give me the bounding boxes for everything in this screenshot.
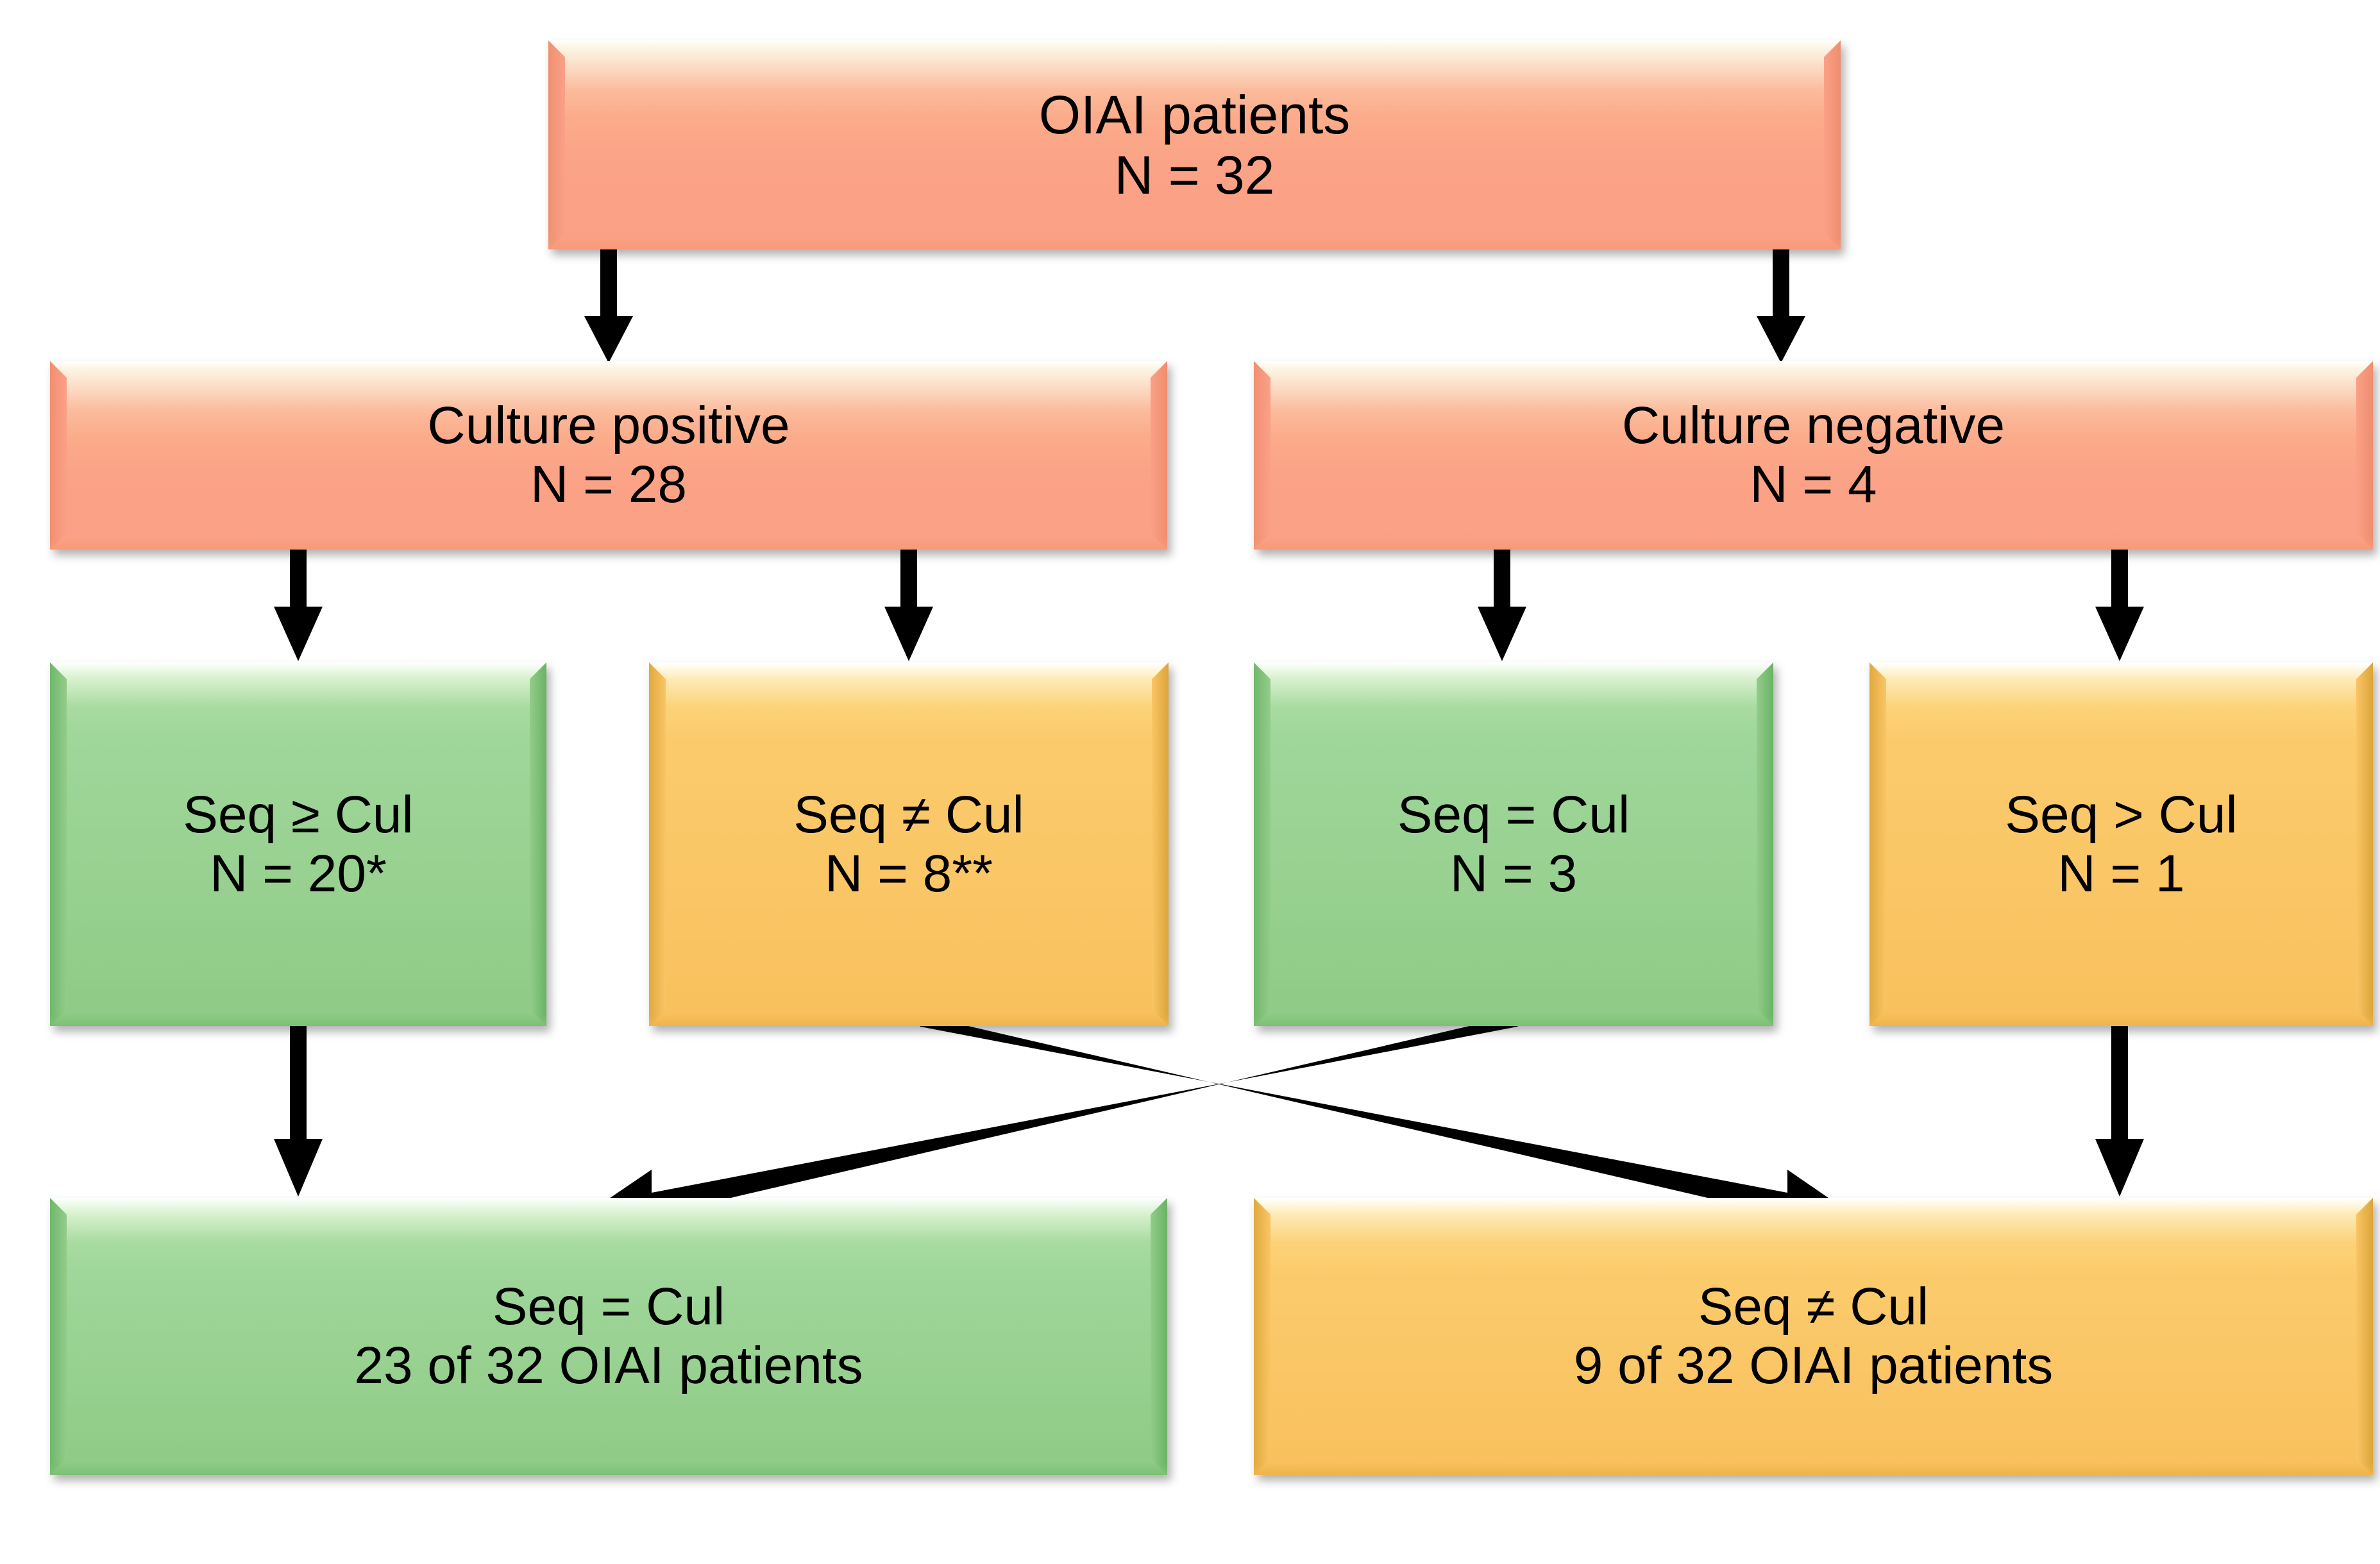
node-labels: OIAI patients N = 32 <box>587 85 1802 205</box>
bevel-bottom <box>649 1013 1169 1026</box>
node-line-1: Seq > Cul <box>2005 785 2238 844</box>
node-seq-eq-cul[interactable]: Seq = Cul N = 3 <box>1254 662 1773 1026</box>
arrow-culture-positive-to-seq-ne-cul <box>884 550 933 661</box>
bevel-left <box>649 662 666 1026</box>
node-line-2: N = 32 <box>1114 145 1275 205</box>
node-line-1: OIAI patients <box>1038 84 1351 145</box>
arrow-oiai-to-culture-negative <box>1757 249 1805 363</box>
bevel-left <box>1869 662 1886 1026</box>
arrow-culture-negative-to-seq-gt-cul <box>2095 550 2144 661</box>
bevel-right <box>1151 1198 1167 1475</box>
bevel-right <box>530 662 546 1026</box>
node-labels: Seq ≠ Cul N = 8** <box>664 786 1152 904</box>
bevel-left <box>50 1198 67 1475</box>
node-line-2: N = 20* <box>210 844 387 903</box>
bevel-left <box>1254 361 1270 550</box>
bevel-left <box>548 40 565 249</box>
bevel-right <box>2356 361 2373 550</box>
arrow-culture-negative-to-seq-eq-cul <box>1478 550 1526 661</box>
bevel-left <box>50 662 67 1026</box>
node-line-2: 9 of 32 OIAI patients <box>1573 1336 2054 1395</box>
node-surface <box>50 361 1167 550</box>
node-line-1: Seq = Cul <box>1397 785 1630 844</box>
bevel-right <box>2356 662 2373 1026</box>
bevel-left <box>1254 662 1270 1026</box>
node-line-2: N = 8** <box>824 844 993 903</box>
node-surface <box>1254 1198 2373 1475</box>
bevel-bottom <box>548 238 1841 249</box>
bevel-right <box>2356 1198 2373 1475</box>
node-seq-gt-cul[interactable]: Seq > Cul N = 1 <box>1869 662 2373 1026</box>
node-line-1: Seq ≠ Cul <box>793 785 1024 844</box>
bevel-bottom <box>1869 1013 2373 1026</box>
bevel-right <box>1824 40 1841 249</box>
bevel-bottom <box>1254 1462 2373 1475</box>
bevel-bottom <box>1254 1013 1773 1026</box>
bevel-bottom <box>1254 538 2373 550</box>
node-culture-negative[interactable]: Culture negative N = 4 <box>1254 361 2373 550</box>
node-labels: Seq ≥ Cul N = 20* <box>65 786 532 904</box>
node-seq-ne-cul-total[interactable]: Seq ≠ Cul 9 of 32 OIAI patients <box>1254 1198 2373 1475</box>
bevel-right <box>1757 662 1773 1026</box>
node-surface <box>649 662 1169 1026</box>
node-labels: Seq = Cul N = 3 <box>1269 786 1757 904</box>
node-line-1: Culture negative <box>1621 396 2005 455</box>
node-labels: Seq > Cul N = 1 <box>1885 786 2358 904</box>
node-surface <box>1254 662 1773 1026</box>
node-line-1: Culture positive <box>427 396 790 455</box>
node-surface <box>50 1198 1167 1475</box>
node-line-2: 23 of 32 OIAI patients <box>354 1336 863 1395</box>
bevel-bottom <box>50 1462 1167 1475</box>
node-labels: Culture positive N = 28 <box>83 396 1133 514</box>
node-seq-eq-cul-total[interactable]: Seq = Cul 23 of 32 OIAI patients <box>50 1198 1167 1475</box>
node-line-1: Seq ≠ Cul <box>1698 1277 1929 1336</box>
node-labels: Culture negative N = 4 <box>1287 396 2339 514</box>
node-surface <box>50 662 546 1026</box>
arrow-oiai-to-culture-positive <box>584 249 633 363</box>
node-surface <box>1869 662 2373 1026</box>
node-line-2: N = 28 <box>530 455 687 514</box>
node-seq-ne-cul[interactable]: Seq ≠ Cul N = 8** <box>649 662 1169 1026</box>
node-line-1: Seq ≥ Cul <box>183 785 414 844</box>
node-line-2: N = 1 <box>2057 844 2185 903</box>
node-line-1: Seq = Cul <box>492 1277 725 1336</box>
node-oiai-patients[interactable]: OIAI patients N = 32 <box>548 40 1841 249</box>
bevel-right <box>1152 662 1169 1026</box>
arrow-culture-positive-to-seq-ge-cul <box>274 550 323 661</box>
node-seq-ge-cul[interactable]: Seq ≥ Cul N = 20* <box>50 662 546 1026</box>
bevel-bottom <box>50 1013 546 1026</box>
bevel-right <box>1151 361 1167 550</box>
node-line-2: N = 4 <box>1750 455 1877 514</box>
bevel-bottom <box>50 538 1167 550</box>
node-surface <box>1254 361 2373 550</box>
node-surface <box>548 40 1841 249</box>
node-line-2: N = 3 <box>1449 844 1578 903</box>
arrow-seq-gt-cul-to-total-unequal <box>2095 1026 2144 1197</box>
node-labels: Seq = Cul 23 of 32 OIAI patients <box>83 1277 1133 1395</box>
node-labels: Seq ≠ Cul 9 of 32 OIAI patients <box>1287 1277 2339 1395</box>
bevel-left <box>50 361 67 550</box>
arrow-seq-ge-cul-to-total-equal <box>274 1026 323 1197</box>
node-culture-positive[interactable]: Culture positive N = 28 <box>50 361 1167 550</box>
bevel-left <box>1254 1198 1270 1475</box>
